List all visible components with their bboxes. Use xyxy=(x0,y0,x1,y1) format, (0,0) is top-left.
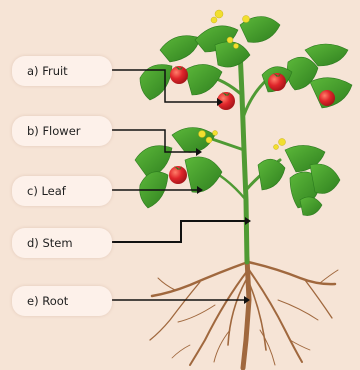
label-leaf-text: c) Leaf xyxy=(27,184,66,198)
label-stem: d) Stem xyxy=(12,228,112,258)
label-leaf: c) Leaf xyxy=(12,176,112,206)
label-flower-text: b) Flower xyxy=(27,124,81,138)
label-root: e) Root xyxy=(12,286,112,316)
label-stem-text: d) Stem xyxy=(27,236,73,250)
label-fruit: a) Fruit xyxy=(12,56,112,86)
stem-pointer xyxy=(112,221,245,242)
label-fruit-text: a) Fruit xyxy=(27,64,68,78)
tomato-fruit xyxy=(319,90,335,106)
label-flower: b) Flower xyxy=(12,116,112,146)
roots xyxy=(150,258,338,368)
label-root-text: e) Root xyxy=(27,294,68,308)
